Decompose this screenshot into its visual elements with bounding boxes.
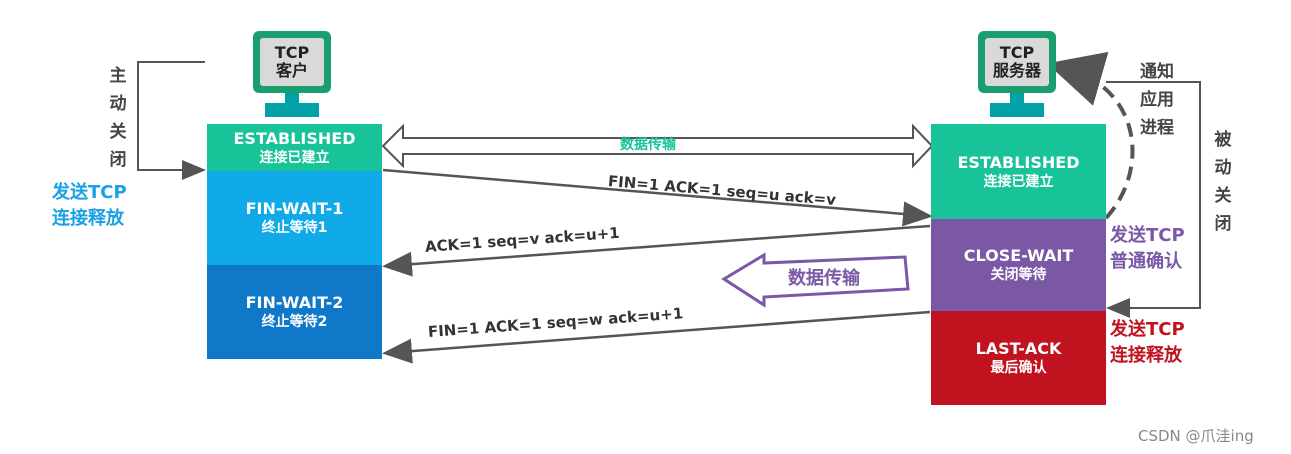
client-state-fin-wait-2-desc: 终止等待2	[261, 314, 328, 330]
data-transfer-top-label: 数据传输	[620, 137, 676, 153]
server-ack-line2: 普通确认	[1110, 251, 1182, 272]
server-monitor-line2: 服务器	[992, 61, 1041, 80]
passive-close-char-4: 闭	[1214, 214, 1232, 234]
client-state-established-name: ESTABLISHED	[233, 128, 356, 148]
passive-close-line	[1106, 81, 1201, 318]
server-state-established-name: ESTABLISHED	[957, 152, 1080, 172]
client-state-fin-wait-2: FIN-WAIT-2 终止等待2	[207, 265, 382, 359]
active-close-char-1: 主	[109, 66, 127, 86]
notify-app-arrow	[1046, 51, 1135, 220]
active-close-char-4: 闭	[109, 150, 127, 170]
server-state-close-wait-name: CLOSE-WAIT	[963, 246, 1074, 265]
passive-close-char-1: 被	[1214, 130, 1232, 150]
server-state-close-wait: CLOSE-WAIT 关闭等待	[931, 219, 1106, 311]
server-send-ack-label: 发送TCP 普通确认	[1110, 223, 1185, 275]
active-close-char-2: 动	[109, 94, 127, 114]
server-state-close-wait-desc: 关闭等待	[990, 267, 1047, 283]
notify-app-line1: 通知	[1140, 62, 1174, 82]
server-monitor-base	[990, 103, 1044, 117]
client-state-established-desc: 连接已建立	[259, 149, 330, 166]
ack-arrow	[382, 224, 931, 277]
client-monitor-base	[265, 103, 319, 117]
active-close-char-3: 关	[109, 122, 127, 142]
server-fin-line2: 连接释放	[1110, 345, 1182, 366]
server-send-release-label: 发送TCP 连接释放	[1110, 317, 1185, 369]
server-state-last-ack: LAST-ACK 最后确认	[931, 311, 1106, 405]
server-state-last-ack-name: LAST-ACK	[975, 339, 1062, 358]
server-monitor-icon: TCP 服务器	[978, 31, 1056, 93]
notify-app-line3: 进程	[1140, 118, 1174, 138]
server-state-last-ack-desc: 最后确认	[990, 360, 1047, 376]
fin-arrow-2	[382, 310, 931, 364]
notify-app-label: 通知 应用 进程	[1140, 58, 1174, 142]
client-send-line2: 连接释放	[52, 208, 124, 229]
active-close-label: 主 动 关 闭	[107, 62, 129, 174]
server-monitor-line1: TCP	[999, 43, 1035, 62]
client-state-fin-wait-1: FIN-WAIT-1 终止等待1	[207, 171, 382, 265]
client-state-established: ESTABLISHED 连接已建立	[207, 124, 382, 171]
data-transfer-mid-label: 数据传输	[788, 268, 860, 289]
client-monitor-line2: 客户	[275, 61, 308, 80]
client-send-line1: 发送TCP	[52, 182, 127, 203]
client-monitor-line1: TCP	[274, 43, 310, 62]
server-fin-line1: 发送TCP	[1110, 319, 1185, 340]
server-state-established-desc: 连接已建立	[983, 173, 1054, 190]
client-monitor-neck	[285, 93, 299, 103]
client-send-release-label: 发送TCP 连接释放	[52, 180, 127, 232]
watermark: CSDN @爪洼ing	[1138, 427, 1254, 445]
client-state-fin-wait-1-desc: 终止等待1	[261, 220, 328, 236]
client-monitor-icon: TCP 客户	[253, 31, 331, 93]
passive-close-char-3: 关	[1214, 186, 1232, 206]
active-close-line	[137, 61, 206, 180]
data-transfer-purple-arrow	[721, 252, 910, 308]
fin-arrow-1	[382, 168, 933, 227]
passive-close-label: 被 动 关 闭	[1212, 126, 1234, 238]
passive-close-char-2: 动	[1214, 158, 1232, 178]
server-monitor-neck	[1010, 93, 1024, 103]
server-ack-line1: 发送TCP	[1110, 225, 1185, 246]
client-state-fin-wait-1-name: FIN-WAIT-1	[245, 199, 344, 218]
notify-app-line2: 应用	[1140, 90, 1174, 110]
client-state-fin-wait-2-name: FIN-WAIT-2	[245, 293, 344, 312]
server-state-established: ESTABLISHED 连接已建立	[931, 124, 1106, 219]
